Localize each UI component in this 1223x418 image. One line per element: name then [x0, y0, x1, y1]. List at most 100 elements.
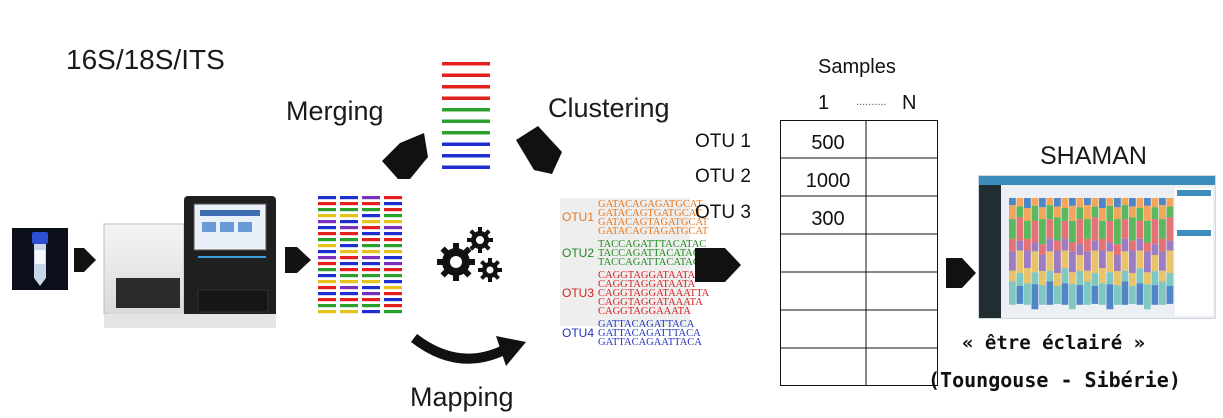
- shaman-stacked-segment: [1016, 240, 1024, 251]
- table-cell: 1000: [805, 170, 851, 192]
- sample-col-end: N: [902, 92, 917, 114]
- read-bar: [442, 73, 490, 77]
- shaman-stacked-segment: [1159, 281, 1166, 305]
- merged-read-bar: [318, 280, 336, 284]
- shaman-origin: (Toungouse - Sibérie): [928, 368, 1181, 392]
- shaman-stacked-segment: [1009, 281, 1016, 305]
- shaman-stacked-segment: [1151, 271, 1159, 286]
- shaman-stacked-segment: [1114, 244, 1121, 255]
- merged-read-bar: [340, 208, 358, 212]
- shaman-stacked-segment: [1121, 198, 1129, 206]
- merged-read-bar: [362, 304, 380, 308]
- merged-read-bar: [362, 250, 380, 254]
- merged-read-bar: [318, 232, 336, 236]
- shaman-stacked-segment: [1046, 198, 1054, 206]
- shaman-stacked-segment: [1061, 208, 1069, 221]
- shaman-header-bar: [979, 176, 1215, 185]
- otu-sequence: GATACAGAGATGCAT: [598, 199, 703, 210]
- merged-read-bar: [318, 292, 336, 296]
- shaman-stacked-segment: [1166, 250, 1174, 274]
- shaman-stacked-segment: [1084, 251, 1091, 271]
- merged-read-bar: [384, 310, 402, 314]
- otu-row-label: OTU 2: [695, 166, 751, 187]
- shaman-stacked-segment: [1106, 242, 1114, 252]
- shaman-stacked-segment: [1024, 238, 1031, 251]
- shaman-stacked-segment: [1144, 242, 1151, 252]
- shaman-stacked-segment: [1121, 238, 1129, 252]
- shaman-stacked-segment: [1106, 251, 1114, 273]
- shaman-stacked-segment: [1159, 270, 1166, 282]
- arrow-icon: [74, 248, 96, 272]
- merged-read-bar: [340, 268, 358, 272]
- merged-read-bar: [362, 220, 380, 224]
- merged-read-bar: [384, 202, 402, 206]
- shaman-stacked-segment: [1159, 198, 1166, 206]
- merged-read-bar: [318, 286, 336, 290]
- shaman-right-panel: [1175, 188, 1213, 316]
- shaman-stacked-segment: [1129, 198, 1136, 207]
- merging-label: Merging: [286, 96, 384, 126]
- shaman-stacked-segment: [1024, 198, 1031, 209]
- merged-read-bar: [318, 304, 336, 308]
- shaman-stacked-segment: [1136, 238, 1144, 251]
- merged-read-bar: [362, 274, 380, 278]
- merged-read-bar: [362, 208, 380, 212]
- shaman-stacked-segment: [1166, 198, 1174, 207]
- merged-read-bar: [362, 310, 380, 314]
- merged-read-bar: [318, 268, 336, 272]
- merged-read-bar: [384, 232, 402, 236]
- shaman-stacked-segment: [1166, 273, 1174, 286]
- otu-row-label: OTU 3: [695, 202, 751, 223]
- sample-col-start: 1: [818, 92, 830, 114]
- samples-label: Samples: [818, 56, 896, 78]
- merged-read-bar: [384, 256, 402, 260]
- shaman-stacked-segment: [1054, 240, 1061, 251]
- merged-read-bar: [318, 238, 336, 242]
- merged-read-bar: [318, 298, 336, 302]
- shaman-stacked-segment: [1031, 284, 1039, 310]
- merged-read-bar: [340, 202, 358, 206]
- curved-arrow-icon: [410, 333, 526, 366]
- shaman-stacked-segment: [1046, 219, 1054, 239]
- read-bar: [442, 165, 490, 169]
- shaman-stacked-segment: [1151, 207, 1159, 220]
- shaman-stacked-segment: [1046, 281, 1054, 305]
- arrow-icon: [946, 258, 976, 288]
- shaman-stacked-segment: [1129, 285, 1136, 304]
- sequencer-icon: [98, 190, 280, 340]
- merged-read-bar: [340, 304, 358, 308]
- shaman-stacked-segment: [1121, 219, 1129, 239]
- arrow-icon: [285, 247, 311, 273]
- shaman-stacked-segment: [1166, 217, 1174, 241]
- merged-read-bar: [384, 304, 402, 308]
- merged-read-bar: [384, 280, 402, 284]
- otu-sequence: CAGGTAGGATAATA: [598, 279, 696, 290]
- shaman-stacked-segment: [1121, 270, 1129, 282]
- merged-read-bar: [318, 208, 336, 212]
- otu-sequence: TACCAGATTTACATAC: [598, 239, 707, 250]
- shaman-stacked-segment: [1061, 268, 1069, 284]
- shaman-stacked-segment: [1106, 205, 1114, 221]
- arrow-icon: [516, 126, 562, 174]
- otu-sequence: CAGGTAGGATAATA: [598, 270, 696, 281]
- shaman-stacked-segment: [1084, 198, 1091, 206]
- arrow-icon: [382, 133, 428, 179]
- merged-read-bar: [318, 250, 336, 254]
- shaman-stacked-segment: [1144, 205, 1151, 221]
- merged-read-bar: [318, 310, 336, 314]
- shaman-stacked-segment: [1121, 205, 1129, 220]
- shaman-stacked-segment: [1069, 220, 1076, 243]
- shaman-stacked-segment: [1031, 198, 1039, 206]
- shaman-stacked-segment: [1091, 240, 1099, 251]
- otu-sequence: GATACAGTAGATGCAT: [598, 217, 709, 228]
- merged-read-bar: [362, 298, 380, 302]
- shaman-stacked-segment: [1076, 219, 1084, 245]
- shaman-stacked-segment: [1129, 250, 1136, 274]
- pipeline-title: 16S/18S/ITS: [66, 44, 225, 75]
- shaman-stacked-segment: [1136, 220, 1144, 239]
- shaman-stacked-segment: [1091, 217, 1099, 241]
- otu-sequence: GATTACAGATTACA: [598, 319, 695, 330]
- shaman-stacked-segment: [1016, 250, 1024, 274]
- merged-read-bar: [362, 196, 380, 200]
